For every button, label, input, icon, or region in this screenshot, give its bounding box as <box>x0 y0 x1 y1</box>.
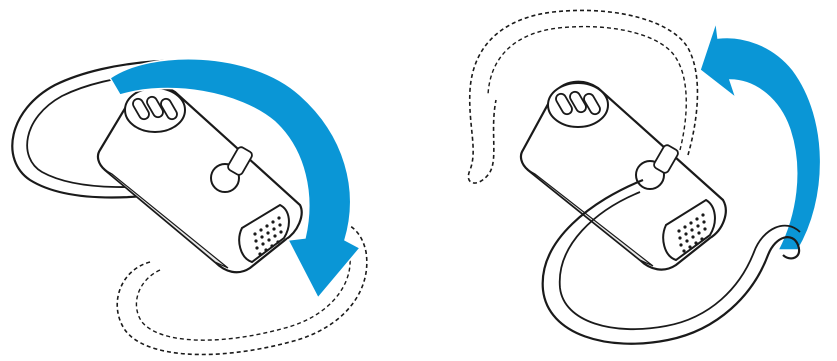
headset-icon <box>521 82 726 270</box>
right-illustration <box>418 0 837 361</box>
button-icon <box>548 83 608 127</box>
left-panel <box>0 0 418 361</box>
right-panel <box>418 0 837 361</box>
left-illustration <box>0 0 418 361</box>
button-icon <box>125 88 185 132</box>
